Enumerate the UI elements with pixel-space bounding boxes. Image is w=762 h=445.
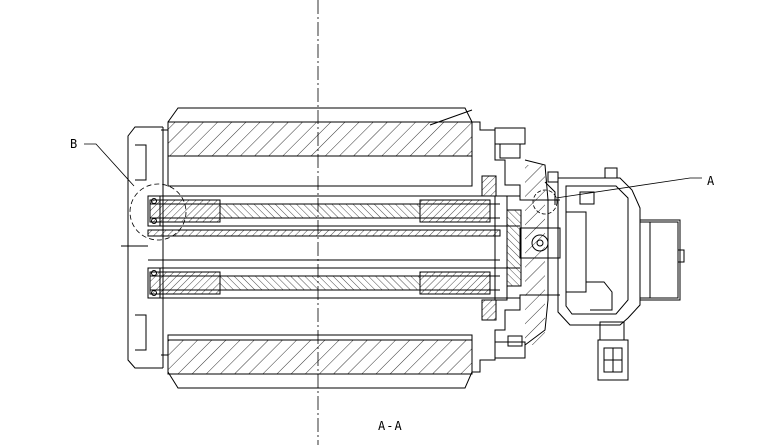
roller-shell [167, 107, 473, 389]
detail-a-circle [532, 189, 558, 215]
detail-b-circle [129, 183, 187, 241]
lower-shaft [147, 267, 520, 299]
right-housing [472, 121, 561, 373]
section-title: A-A [378, 419, 403, 433]
motor-housing [557, 167, 685, 326]
middle-axis [147, 229, 501, 261]
upper-shaft [147, 195, 520, 227]
left-end-flange [121, 126, 168, 369]
connector [597, 321, 629, 381]
detail-a-label: A [707, 174, 715, 188]
detail-b-label: B [70, 137, 78, 151]
